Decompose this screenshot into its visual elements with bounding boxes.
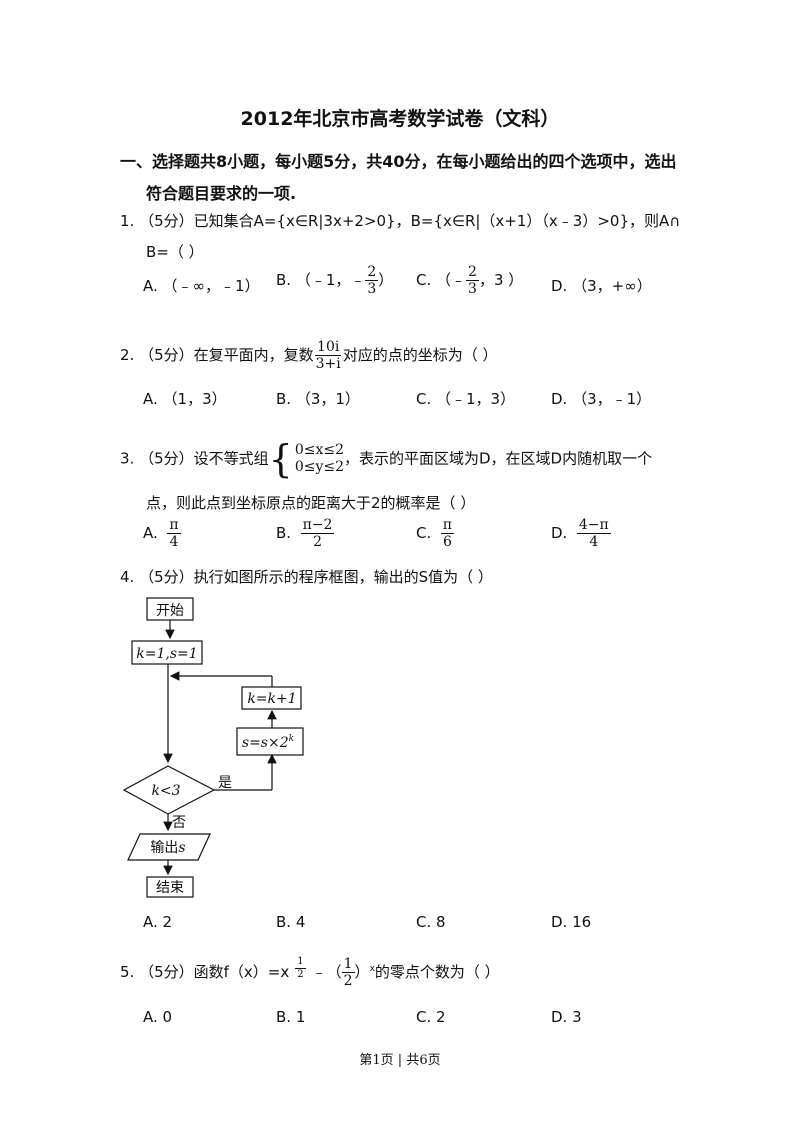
q5-exponent-x: x — [369, 964, 375, 975]
q3-option-a-label: A. — [143, 524, 158, 543]
fraction-numerator: π — [440, 517, 454, 535]
fraction-denominator: 2 — [343, 973, 353, 990]
q2-option-c: C. （﹣1，3） — [416, 390, 516, 408]
fraction-numerator: 1 — [341, 956, 355, 974]
q3-option-d-label: D. — [551, 524, 568, 543]
q4-option-a: A. 2 — [143, 913, 173, 931]
q1-option-c-post: ，3 ） — [478, 271, 524, 290]
flow-init-label: k=1,s=1 — [136, 646, 197, 662]
flow-yes-label: 是 — [218, 775, 232, 791]
section-heading-line1: 一、选择题共8小题，每小题5分，共40分，在每小题给出的四个选项中，选出 — [120, 152, 677, 171]
q4-option-b: B. 4 — [276, 913, 306, 931]
fraction-numerator: 4−π — [576, 517, 611, 535]
fraction-numerator: 2 — [466, 264, 479, 282]
q1-option-b-post: ） — [378, 271, 394, 290]
flow-no-label: 否 — [172, 815, 186, 831]
flow-output-pre: 输出 — [150, 840, 178, 856]
flow-update-label: s=s×2k — [242, 734, 294, 751]
q2-option-b: B. （3，1） — [276, 390, 360, 408]
q3-option-c-label: C. — [416, 524, 432, 543]
q5-option-a: A. 0 — [143, 1008, 173, 1026]
flow-end-label: 结束 — [156, 880, 184, 896]
flow-end-box — [146, 876, 194, 898]
q2-stem-post: 对应的点的坐标为（ ） — [342, 346, 498, 365]
page-title: 2012年北京市高考数学试卷（文科） — [240, 108, 560, 130]
q4-stem: 4. （5分）执行如图所示的程序框图，输出的S值为（ ） — [120, 568, 493, 586]
q3-option-b-label: B. — [276, 524, 292, 543]
fraction-denominator: 6 — [442, 534, 452, 551]
q1-option-d: D. （3，+∞） — [551, 277, 652, 295]
q3-inequality-2: 0≤y≤2 — [294, 459, 344, 475]
q5-option-b: B. 1 — [276, 1008, 306, 1026]
q1-option-c-pre: C. （﹣ — [416, 271, 467, 290]
q1-stem-line2: B=（ ） — [146, 243, 204, 261]
q4-option-d: D. 16 — [551, 913, 592, 931]
fraction-numerator: π−2 — [300, 517, 335, 535]
q3-stem-line2: 点，则此点到坐标原点的距离大于2的概率是（ ） — [146, 494, 476, 512]
fraction-numerator: π — [167, 517, 181, 535]
q5-stem-post: ） — [354, 963, 370, 982]
q1-option-b-pre: B. （﹣1，﹣ — [276, 271, 366, 290]
flow-output-label: 输出s — [150, 840, 185, 856]
q5-stem-tail: 的零点个数为（ ） — [374, 963, 500, 982]
fraction-denominator: 4 — [169, 534, 179, 551]
flow-update-box — [236, 727, 304, 756]
fraction-denominator: 4 — [589, 534, 599, 551]
fraction-denominator: 3+i — [315, 356, 341, 373]
q2-option-d: D. （3，﹣1） — [551, 390, 652, 408]
flow-update-pre: s=s×2 — [242, 735, 289, 751]
page-footer: 第1页 | 共6页 — [359, 1053, 441, 1068]
flow-start-label: 开始 — [156, 603, 184, 619]
fraction-numerator: 1 — [295, 956, 306, 969]
q1-option-a: A. （﹣∞，﹣1） — [143, 277, 260, 295]
q3-inequality-1: 0≤x≤2 — [294, 441, 344, 458]
q2-option-a: A. （1，3） — [143, 390, 227, 408]
q5-stem-pre: 5. （5分）函数f（x）=x — [120, 963, 290, 982]
flow-output-parallelogram — [127, 833, 211, 861]
flow-increment-label: k=k+1 — [247, 691, 296, 707]
fraction-denominator: 3 — [468, 281, 477, 298]
brace-icon: { — [268, 437, 293, 481]
fraction-denominator: 2 — [297, 968, 304, 980]
section-heading-line2: 符合题目要求的一项. — [146, 184, 297, 203]
flow-condition-label: k<3 — [151, 783, 180, 799]
q3-stem-pre: 3. （5分）设不等式组 — [120, 449, 269, 468]
q3-stem-post: ，表示的平面区域为D，在区域D内随机取一个 — [344, 449, 653, 468]
q4-flowchart: 开始 k=1,s=1 k=k+1 s=s×2k k<3 是 否 输出s 结束 — [122, 597, 304, 898]
fraction-numerator: 10i — [315, 339, 342, 357]
q1-stem-line1: 1. （5分）已知集合A={x∈R|3x+2>0}，B={x∈R|（x+1）（x… — [120, 212, 681, 230]
q5-option-d: D. 3 — [551, 1008, 582, 1026]
fraction-denominator: 2 — [313, 534, 322, 551]
q5-option-c: C. 2 — [416, 1008, 446, 1026]
fraction-denominator: 3 — [367, 281, 377, 298]
q2-stem-pre: 2. （5分）在复平面内，复数 — [120, 346, 314, 365]
q4-option-c: C. 8 — [416, 913, 446, 931]
flow-update-sup: k — [289, 734, 294, 744]
fraction-numerator: 2 — [365, 264, 379, 282]
flow-output-var: s — [178, 840, 185, 856]
q5-stem-mid: ﹣（ — [311, 963, 342, 982]
flow-init-box — [131, 640, 203, 665]
